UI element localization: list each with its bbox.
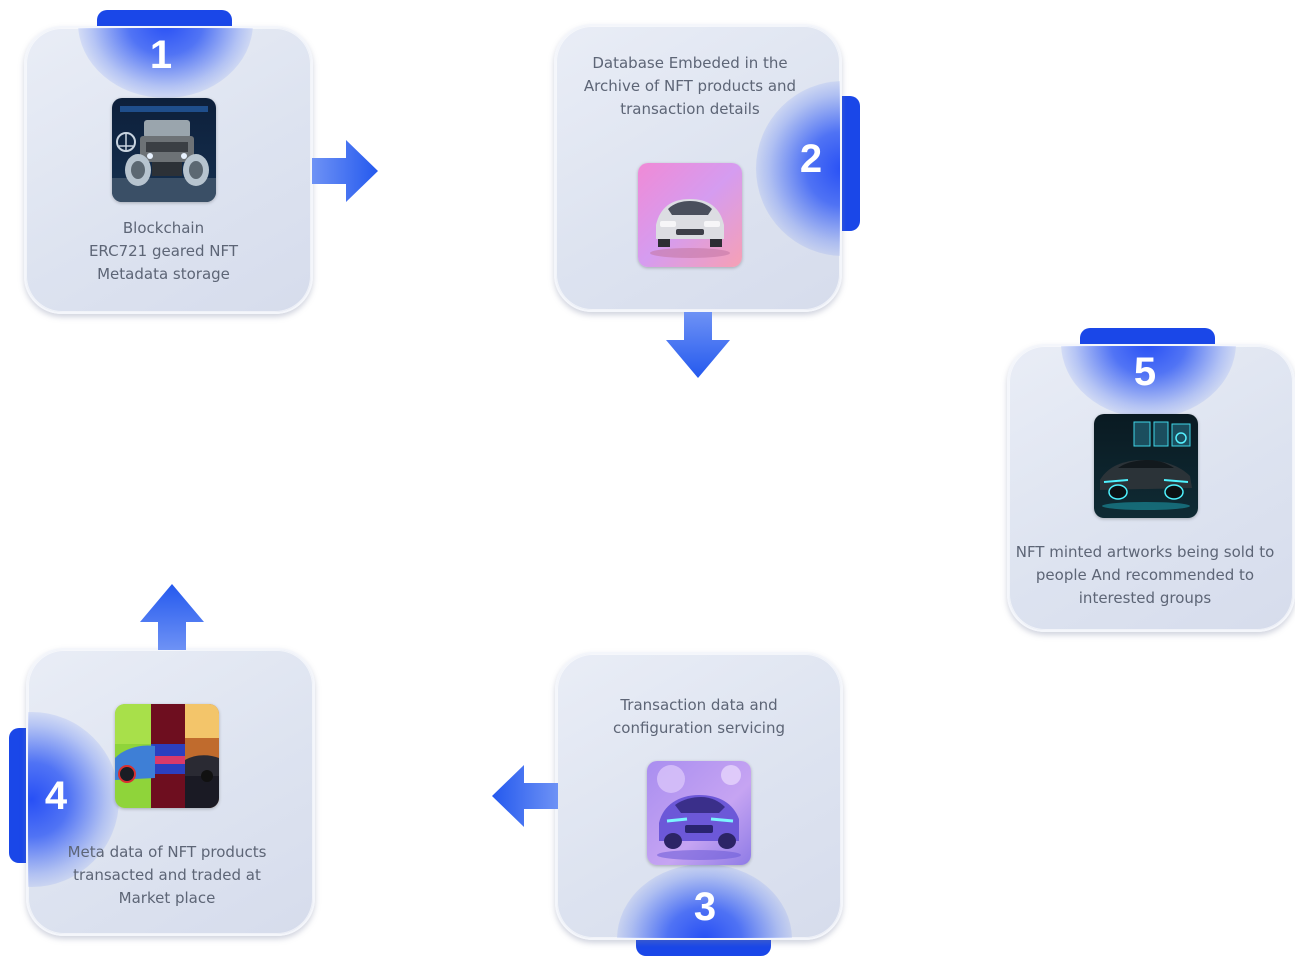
step-1-label: Blockchain ERC721 geared NFT Metadata st… bbox=[24, 217, 303, 286]
step-5-label-line: interested groups bbox=[1078, 589, 1212, 607]
step-3-label: Transaction data and configuration servi… bbox=[555, 694, 843, 740]
step-4-image bbox=[115, 704, 219, 808]
step-5-label-line: NFT minted artworks being sold to bbox=[1015, 543, 1275, 561]
step-2-label-line: transaction details bbox=[620, 100, 760, 118]
step-2-label-line: Database Embeded in the bbox=[592, 54, 788, 72]
step-4-label-line: transacted and traded at bbox=[73, 866, 261, 884]
step-1-image bbox=[112, 98, 216, 202]
step-3-number: 3 bbox=[693, 885, 717, 929]
arrow-up-icon bbox=[140, 584, 204, 650]
step-4-label-line: Market place bbox=[118, 889, 216, 907]
arrow-right-icon bbox=[312, 140, 378, 202]
step-1-label-line: ERC721 geared NFT bbox=[88, 242, 239, 260]
step-3-image bbox=[647, 761, 751, 865]
arrow-down-icon bbox=[666, 312, 730, 378]
arrow-left-icon bbox=[492, 765, 558, 827]
step-5-number: 5 bbox=[1133, 350, 1157, 394]
step-2-number: 2 bbox=[799, 137, 823, 181]
step-2-label: Database Embeded in the Archive of NFT p… bbox=[554, 52, 826, 121]
step-5-image bbox=[1094, 414, 1198, 518]
step-1-label-line: Blockchain bbox=[122, 219, 205, 237]
step-3-label-line: Transaction data and bbox=[620, 696, 778, 714]
step-4-label: Meta data of NFT products transacted and… bbox=[26, 841, 308, 910]
step-5-label-line: people And recommended to bbox=[1035, 566, 1255, 584]
step-4-label-line: Meta data of NFT products bbox=[67, 843, 267, 861]
step-4-number: 4 bbox=[44, 774, 68, 818]
step-3-label-line: configuration servicing bbox=[613, 719, 785, 737]
step-2-image bbox=[638, 163, 742, 267]
step-1-number: 1 bbox=[149, 33, 173, 77]
step-1-label-line: Metadata storage bbox=[97, 265, 230, 283]
step-2-label-line: Archive of NFT products and bbox=[583, 77, 797, 95]
step-5-label: NFT minted artworks being sold to people… bbox=[1007, 541, 1283, 610]
